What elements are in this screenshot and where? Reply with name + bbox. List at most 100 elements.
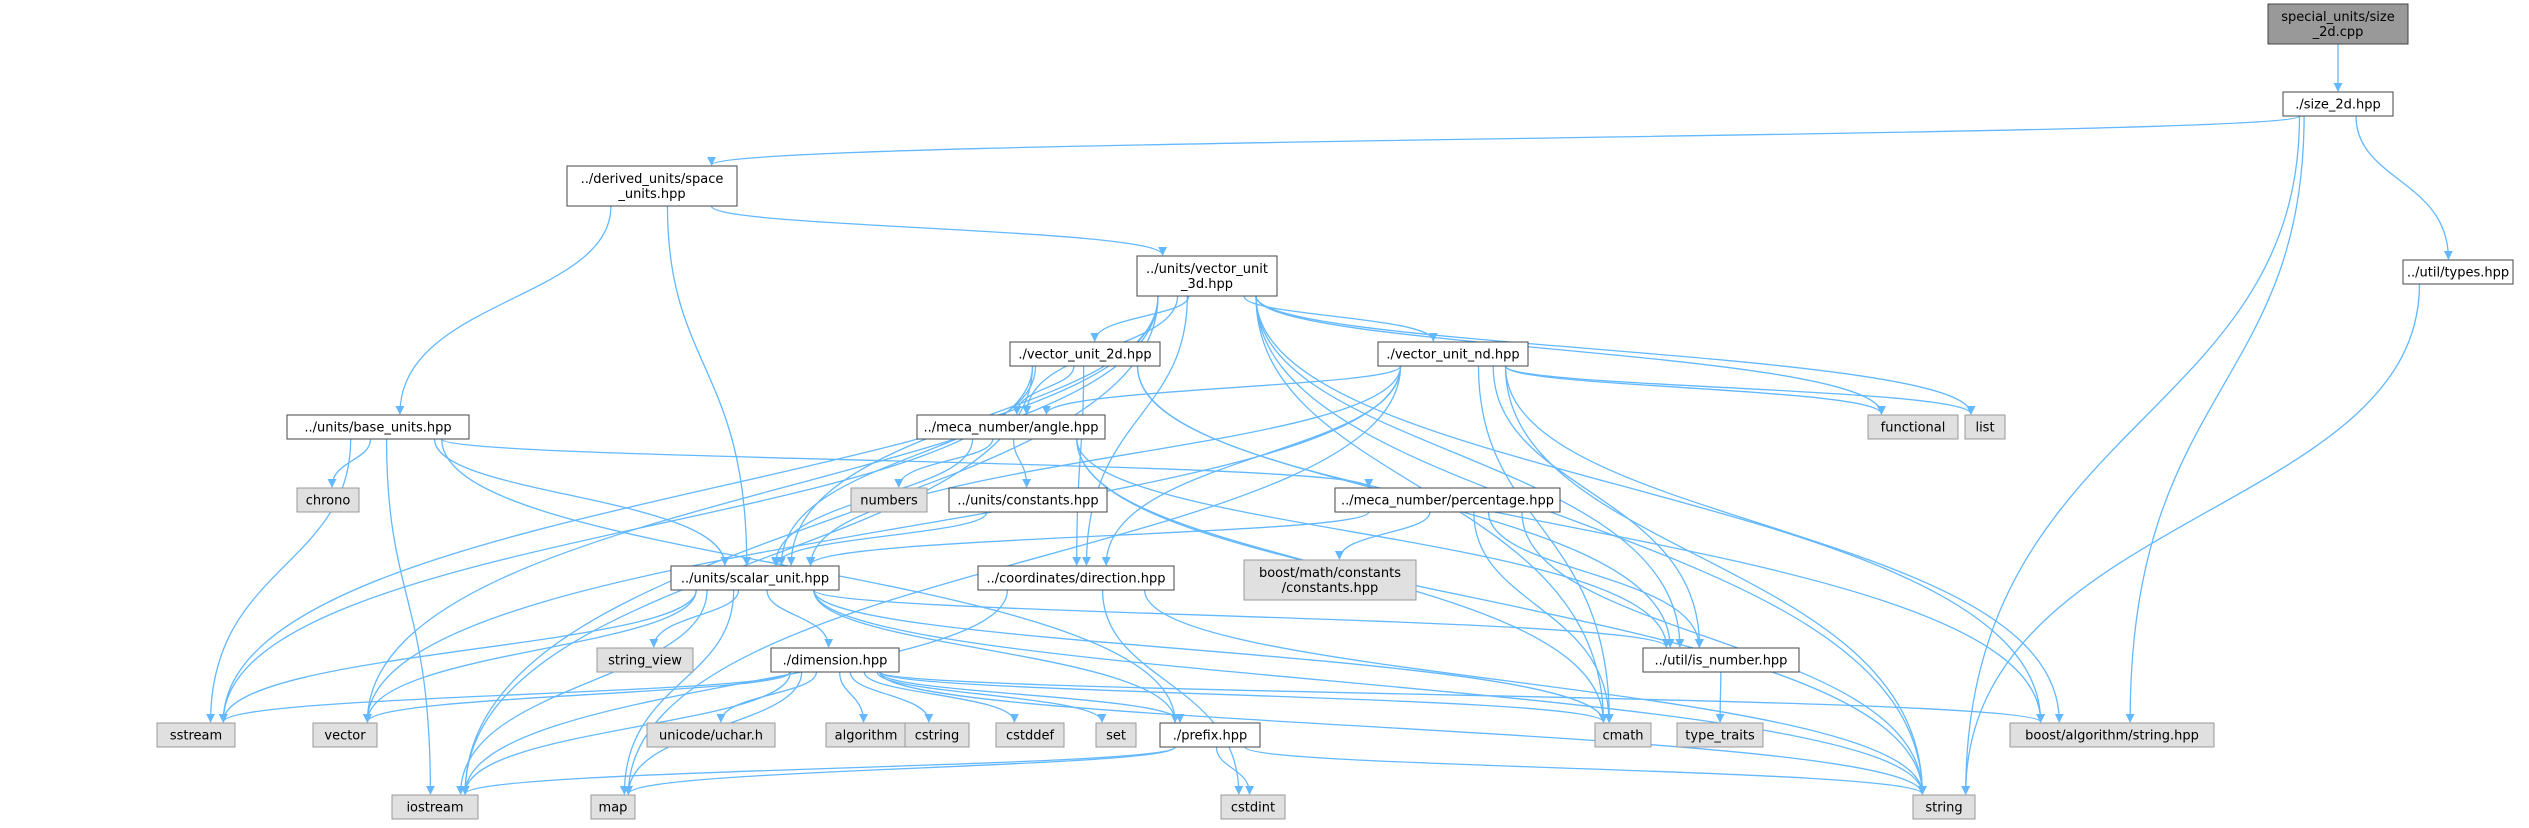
node-constants[interactable]: ../units/constants.hpp — [948, 487, 1108, 513]
node-label-boost_const-line1: boost/math/constants — [1259, 566, 1401, 581]
edge-scalar_unit-to-iostream — [456, 589, 708, 795]
edge-base_units-to-scalar_unit — [433, 438, 730, 566]
edge-vund-to-list — [1504, 365, 1976, 415]
edge-vu3d-to-vu2d — [1090, 295, 1190, 342]
edge-dimension-to-algorithm — [839, 671, 869, 723]
edge-size2d-to-boost_string — [2125, 115, 2305, 723]
node-percentage[interactable]: ../meca_number/percentage.hpp — [1334, 487, 1561, 513]
edge-base_units-to-iostream — [385, 438, 435, 795]
node-box-string_view — [596, 647, 694, 673]
node-vu3d[interactable]: ../units/vector_unit_3d.hpp — [1136, 255, 1278, 297]
node-is_number[interactable]: ../util/is_number.hpp — [1642, 647, 1800, 673]
node-box-chrono — [296, 487, 360, 513]
node-box-string — [1912, 794, 1976, 820]
node-uchar: unicode/uchar.h — [646, 722, 776, 748]
node-label-numbers: numbers — [860, 494, 918, 509]
node-sstream: sstream — [156, 722, 236, 748]
node-list: list — [1964, 414, 2006, 440]
node-dimension[interactable]: ./dimension.hpp — [770, 647, 900, 673]
node-label-space_units-line1: ../derived_units/space — [581, 172, 724, 187]
edge-dimension-to-prefix — [879, 671, 1185, 723]
edge-prefix-to-cstdint — [1215, 746, 1255, 795]
node-box-set — [1095, 722, 1137, 748]
node-box-types — [2402, 259, 2514, 285]
node-box-prefix — [1159, 722, 1261, 748]
node-label-cstring: cstring — [915, 729, 959, 744]
node-label-is_number: ../util/is_number.hpp — [1655, 654, 1788, 669]
edge-dimension-to-uchar — [716, 671, 818, 723]
node-size2d[interactable]: ./size_2d.hpp — [2282, 91, 2394, 117]
edge-angle-to-constants — [1012, 438, 1032, 488]
node-label-uchar: unicode/uchar.h — [659, 729, 763, 744]
node-boost_string: boost/algorithm/string.hpp — [2009, 722, 2215, 748]
edge-scalar_unit-to-string_view — [649, 589, 740, 648]
node-box-cstring — [904, 722, 970, 748]
edge-vu3d-to-sstream — [218, 295, 1159, 723]
edge-vu2d-to-angle — [1012, 365, 1075, 415]
node-map: map — [590, 794, 636, 820]
edge-vund-to-map — [623, 365, 1402, 795]
node-box-dimension — [770, 647, 900, 673]
node-cmath: cmath — [1594, 722, 1652, 748]
node-boost_const: boost/math/constants/constants.hpp — [1243, 559, 1417, 601]
edge-dimension-to-cstddef — [863, 671, 1019, 723]
node-types[interactable]: ../util/types.hpp — [2402, 259, 2514, 285]
node-base_units[interactable]: ../units/base_units.hpp — [286, 414, 470, 440]
node-vu2d[interactable]: ./vector_unit_2d.hpp — [1009, 341, 1161, 367]
node-box-percentage — [1334, 487, 1561, 513]
node-type_traits: type_traits — [1676, 722, 1764, 748]
edge-vu3d-to-list — [1255, 295, 1976, 415]
node-box-functional — [1867, 414, 1959, 440]
node-box-angle — [916, 414, 1106, 440]
edge-vu3d-to-boost_string — [1255, 295, 2046, 723]
node-prefix[interactable]: ./prefix.hpp — [1159, 722, 1261, 748]
node-box-boost_const — [1243, 559, 1417, 601]
edge-scalar_unit-to-sstream — [218, 589, 697, 723]
node-box-boost_string — [2009, 722, 2215, 748]
edge-vu2d-to-direction — [1072, 365, 1085, 566]
edge-vund-to-boost_string — [1504, 365, 2064, 723]
node-box-vector — [312, 722, 378, 748]
node-label-cstdint: cstdint — [1231, 801, 1275, 816]
node-box-constants — [948, 487, 1108, 513]
node-label-chrono: chrono — [306, 494, 351, 509]
node-label-vu3d-line1: ../units/vector_unit — [1146, 262, 1268, 277]
node-numbers: numbers — [850, 487, 928, 513]
node-direction[interactable]: ../coordinates/direction.hpp — [977, 565, 1175, 591]
edge-base_units-to-percentage — [441, 438, 1374, 488]
edge-dimension-to-vector — [362, 671, 791, 723]
edge-space_units-to-scalar_unit — [666, 205, 752, 566]
node-angle[interactable]: ../meca_number/angle.hpp — [916, 414, 1106, 440]
edge-types-to-string — [1961, 283, 2421, 795]
node-label-constants: ../units/constants.hpp — [957, 494, 1098, 509]
edge-base_units-to-chrono — [327, 438, 372, 488]
node-label-dimension: ./dimension.hpp — [783, 654, 888, 669]
node-label-boost_const-line2: /constants.hpp — [1282, 581, 1379, 596]
edge-vund-to-is_number — [1492, 365, 1705, 648]
edge-is_number-to-type_traits — [1715, 671, 1725, 723]
node-label-cstddef: cstddef — [1006, 729, 1055, 744]
node-label-list: list — [1975, 421, 1994, 436]
node-box-vund — [1377, 341, 1529, 367]
node-label-vu3d-line2: _3d.hpp — [1180, 277, 1233, 292]
node-label-vu2d: ./vector_unit_2d.hpp — [1018, 348, 1151, 363]
node-vector: vector — [312, 722, 378, 748]
node-vund[interactable]: ./vector_unit_nd.hpp — [1377, 341, 1529, 367]
node-box-algorithm — [825, 722, 907, 748]
edge-size2d-to-string — [1961, 115, 2301, 795]
node-root[interactable]: special_units/size_2d.cpp — [2267, 3, 2409, 45]
edge-percentage-to-boost_const — [1334, 511, 1431, 560]
node-box-uchar — [646, 722, 776, 748]
edge-vund-to-scalar_unit — [806, 365, 1402, 566]
node-scalar_unit[interactable]: ../units/scalar_unit.hpp — [670, 565, 840, 591]
edge-direction-to-string — [1143, 589, 1927, 795]
node-label-root-line2: _2d.cpp — [2312, 25, 2364, 40]
edge-scalar_unit-to-dimension — [766, 589, 834, 648]
edge-vund-to-direction — [1101, 365, 1402, 566]
node-label-direction: ../coordinates/direction.hpp — [987, 572, 1166, 587]
edge-percentage-to-is_number — [1487, 511, 1704, 648]
node-box-is_number — [1642, 647, 1800, 673]
node-box-space_units — [566, 165, 738, 207]
node-space_units[interactable]: ../derived_units/space_units.hpp — [566, 165, 738, 207]
